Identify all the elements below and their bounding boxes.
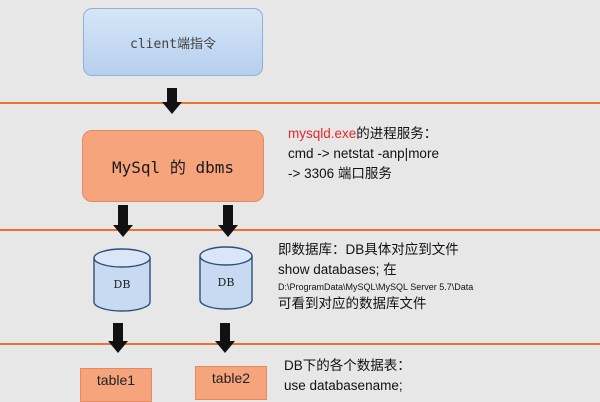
db-cylinder-1: DB: [93, 248, 151, 312]
db-label-1: DB: [114, 278, 131, 291]
arrow-dbms-to-db2: [218, 205, 238, 237]
db-note-line-1: 即数据库：DB具体对应到文件: [278, 242, 459, 257]
db-note-line-4: 可看到对应的数据库文件: [278, 296, 427, 311]
dbms-note-line-1: mysqld.exe的进程服务：: [288, 126, 438, 141]
db-note: 即数据库：DB具体对应到文件 show databases; 在 D:\Prog…: [278, 240, 473, 314]
dbms-label: MySql 的 dbms: [112, 158, 234, 177]
db-note-line-2: show databases; 在: [278, 262, 397, 277]
divider-line-3: [0, 343, 600, 345]
client-label: client端指令: [130, 36, 216, 52]
arrow-db1-to-table1: [108, 323, 128, 353]
dbms-note-line-3: -> 3306 端口服务: [288, 166, 392, 181]
dbms-note-line-2: cmd -> netstat -anp|more: [288, 146, 439, 161]
arrow-client-to-dbms: [162, 88, 182, 114]
table-box-2: table2: [195, 366, 267, 400]
dbms-note: mysqld.exe的进程服务： cmd -> netstat -anp|mor…: [288, 124, 439, 184]
table-label-2: table2: [211, 370, 251, 386]
table-note: DB下的各个数据表： use databasename;: [284, 356, 411, 396]
db-label-2: DB: [218, 276, 235, 289]
db-note-path: D:\ProgramData\MySQL\MySQL Server 5.7\Da…: [278, 282, 474, 292]
table-note-line-2: use databasename;: [284, 378, 403, 393]
divider-line-2: [0, 229, 600, 231]
table-label-1: table1: [96, 372, 136, 388]
dbms-box: MySql 的 dbms: [82, 130, 264, 202]
arrow-dbms-to-db1: [113, 205, 133, 237]
client-box: client端指令: [83, 8, 263, 76]
db-cylinder-2: DB: [199, 246, 253, 310]
table-box-1: table1: [80, 368, 152, 402]
table-note-line-1: DB下的各个数据表：: [284, 358, 411, 373]
divider-line-1: [0, 102, 600, 104]
arrow-db2-to-table2: [215, 323, 235, 353]
process-name: mysqld.exe: [288, 126, 357, 141]
